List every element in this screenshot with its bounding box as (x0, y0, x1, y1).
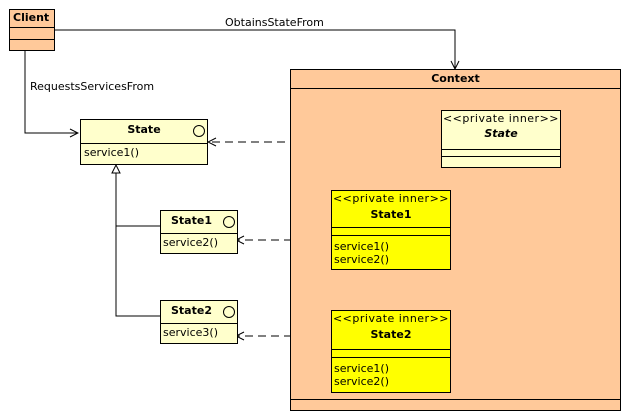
inner-state2-op-2: service2() (334, 375, 389, 388)
state-interface-name: State (127, 123, 161, 136)
state1-interface-name: State1 (171, 214, 212, 227)
inner-state-class[interactable]: <<private inner>> State (441, 110, 561, 168)
state-generalization-connector (116, 165, 160, 317)
context-name: Context (431, 72, 480, 85)
inner-state2-name: State2 (370, 328, 412, 341)
state1-interface[interactable]: State1 service2() (160, 210, 238, 254)
inner-state-name: State (484, 127, 518, 140)
inner-state1-stereotype: <<private inner>> (332, 192, 450, 205)
state2-interface[interactable]: State2 service3() (160, 300, 238, 344)
state-interface-op: service1() (84, 146, 139, 159)
interface-circle-icon (223, 306, 235, 318)
state-interface[interactable]: State service1() (80, 119, 208, 165)
obtains-state-from-connector (54, 29, 455, 69)
client-class[interactable]: Client (9, 9, 55, 51)
inner-state1-op-1: service1() (334, 240, 389, 253)
interface-circle-icon (193, 125, 205, 137)
state2-interface-op: service3() (163, 326, 218, 339)
requests-services-from-connector (24, 50, 78, 133)
obtains-state-from-label: ObtainsStateFrom (225, 16, 324, 29)
inner-state2-class[interactable]: <<private inner>> State2 service1() serv… (331, 310, 451, 393)
state1-interface-op: service2() (163, 236, 218, 249)
requests-services-from-label: RequestsServicesFrom (30, 80, 155, 93)
client-name: Client (13, 11, 50, 24)
inner-state1-name: State1 (370, 208, 412, 221)
inner-state1-class[interactable]: <<private inner>> State1 service1() serv… (331, 190, 451, 270)
inner-state1-op-2: service2() (334, 253, 389, 266)
state2-interface-name: State2 (171, 304, 212, 317)
inner-state2-op-1: service1() (334, 362, 389, 375)
inner-state2-stereotype: <<private inner>> (332, 312, 450, 325)
inner-state-stereotype: <<private inner>> (442, 112, 560, 125)
interface-circle-icon (223, 216, 235, 228)
